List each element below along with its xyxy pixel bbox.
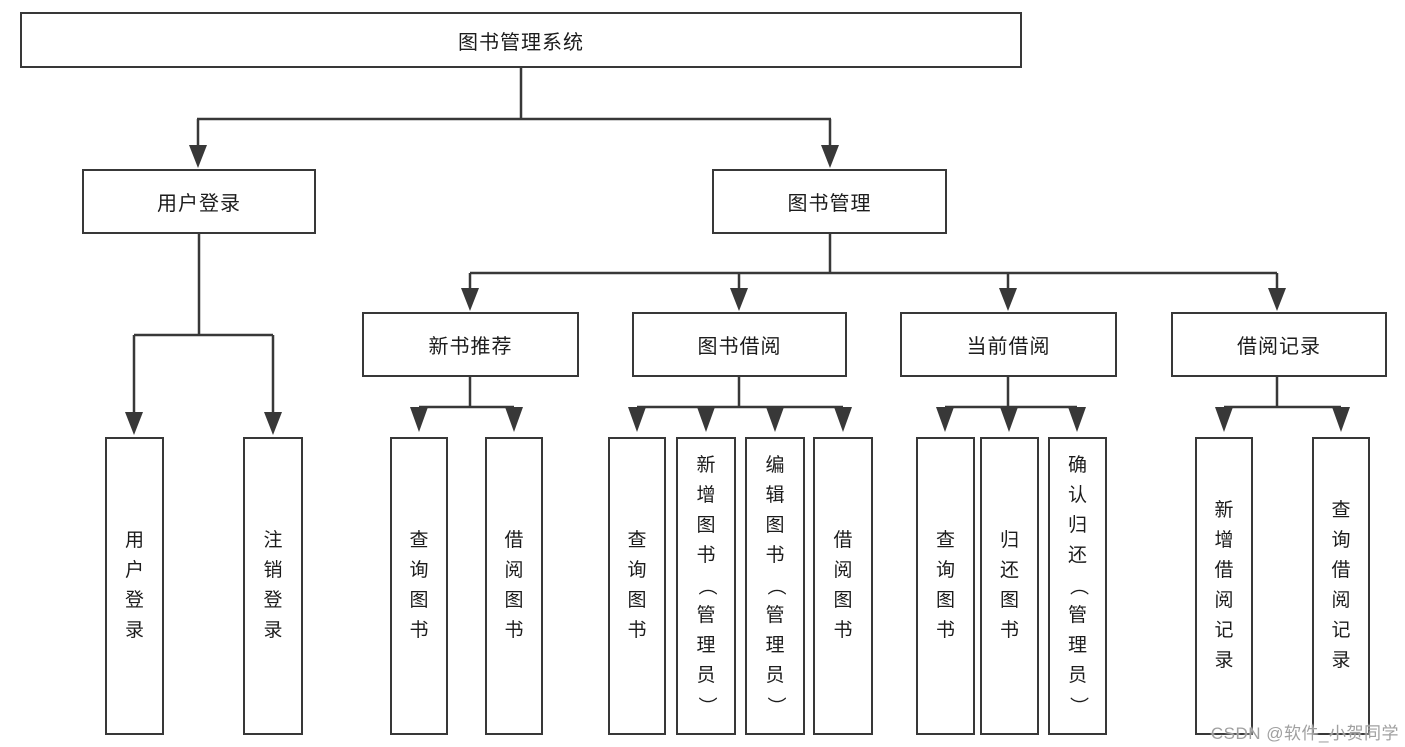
leaf-confirm-return-admin: 确认归还（管理员） bbox=[1048, 437, 1107, 735]
edges-root bbox=[189, 68, 839, 168]
edges-borrow-records bbox=[1215, 377, 1350, 432]
arrowhead-to-new-book-recommend bbox=[461, 288, 479, 311]
node-current-borrow: 当前借阅 bbox=[900, 312, 1117, 377]
edges-current-borrow bbox=[936, 377, 1086, 432]
edges-book-borrow bbox=[628, 377, 852, 432]
arrowhead-leaf bbox=[410, 407, 428, 432]
node-book-management: 图书管理 bbox=[712, 169, 947, 234]
arrowhead-leaf bbox=[766, 407, 784, 432]
edges-new-book-recommend bbox=[410, 377, 523, 432]
edges-book-management bbox=[461, 234, 1286, 311]
arrowhead-leaf bbox=[1068, 407, 1086, 432]
leaf-query-books-current: 查询图书 bbox=[916, 437, 975, 735]
edge-book-borrow-branch bbox=[637, 377, 843, 409]
leaf-add-book-admin: 新增图书（管理员） bbox=[676, 437, 736, 735]
csdn-watermark: CSDN @软件_小贺同学 bbox=[1210, 724, 1399, 743]
leaf-query-borrow-record: 查询借阅记录 bbox=[1312, 437, 1370, 735]
arrowhead-to-borrow-records bbox=[1268, 288, 1286, 311]
arrowhead-to-leaf-user-login bbox=[125, 412, 143, 435]
leaf-add-borrow-record: 新增借阅记录 bbox=[1195, 437, 1253, 735]
edges-user-login bbox=[125, 234, 282, 435]
leaf-borrow-books-recommend: 借阅图书 bbox=[485, 437, 543, 735]
node-book-borrow: 图书借阅 bbox=[632, 312, 847, 377]
leaf-edit-book-admin: 编辑图书（管理员） bbox=[745, 437, 805, 735]
node-root-system: 图书管理系统 bbox=[20, 12, 1022, 68]
leaf-query-books-recommend: 查询图书 bbox=[390, 437, 448, 735]
arrowhead-leaf bbox=[1000, 407, 1018, 432]
edge-borrow-records-branch bbox=[1224, 377, 1341, 409]
arrowhead-leaf bbox=[834, 407, 852, 432]
leaf-return-books: 归还图书 bbox=[980, 437, 1039, 735]
edge-book-management-branch bbox=[468, 234, 1279, 290]
arrowhead-to-user-login bbox=[189, 145, 207, 168]
leaf-logout: 注销登录 bbox=[243, 437, 303, 735]
arrowhead-leaf bbox=[505, 407, 523, 432]
arrowhead-leaf bbox=[1215, 407, 1233, 432]
node-borrow-records: 借阅记录 bbox=[1171, 312, 1387, 377]
leaf-borrow-books: 借阅图书 bbox=[813, 437, 873, 735]
node-user-login: 用户登录 bbox=[82, 169, 316, 234]
arrowhead-leaf bbox=[936, 407, 954, 432]
node-new-book-recommend: 新书推荐 bbox=[362, 312, 579, 377]
edge-new-book-branch bbox=[419, 377, 514, 409]
edge-root-branch bbox=[196, 68, 832, 147]
arrowhead-leaf bbox=[1332, 407, 1350, 432]
arrowhead-to-leaf-logout bbox=[264, 412, 282, 435]
arrowhead-to-book-management bbox=[821, 145, 839, 168]
edge-current-borrow-branch bbox=[945, 377, 1077, 409]
arrowhead-to-book-borrow bbox=[730, 288, 748, 311]
arrowhead-leaf bbox=[697, 407, 715, 432]
arrowhead-to-current-borrow bbox=[999, 288, 1017, 311]
leaf-user-login: 用户登录 bbox=[105, 437, 164, 735]
edge-user-login-branch bbox=[132, 234, 275, 414]
leaf-query-books-borrow: 查询图书 bbox=[608, 437, 666, 735]
arrowhead-leaf bbox=[628, 407, 646, 432]
